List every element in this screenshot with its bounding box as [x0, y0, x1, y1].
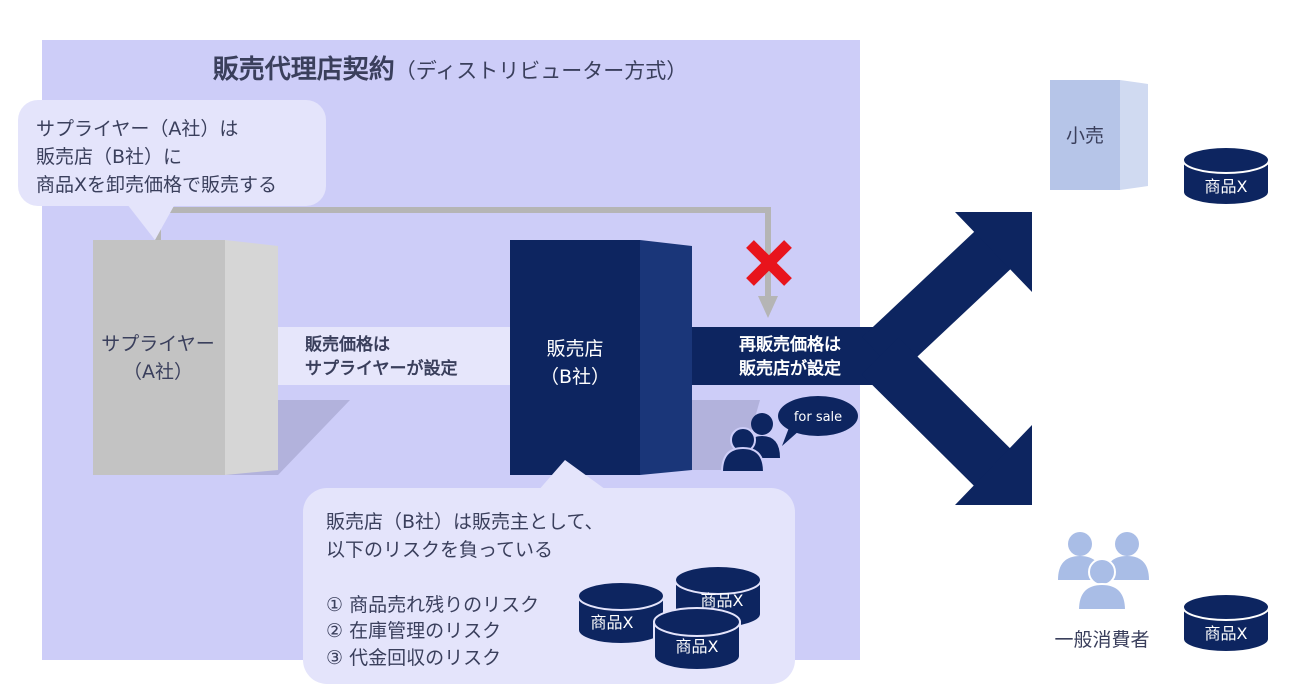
- svg-text:① 商品売れ残りのリスク: ① 商品売れ残りのリスク: [326, 594, 539, 616]
- svg-text:② 在庫管理のリスク: ② 在庫管理のリスク: [326, 620, 501, 642]
- svg-text:販売店: 販売店: [546, 338, 603, 360]
- svg-text:小売: 小売: [1066, 125, 1104, 147]
- retail-building: 小売: [1050, 80, 1148, 190]
- svg-text:販売店（B社）に: 販売店（B社）に: [36, 146, 182, 168]
- seller-staff-icon: [720, 413, 780, 473]
- supplier-building: サプライヤー （A社）: [93, 240, 278, 475]
- svg-text:再販売価格は: 再販売価格は: [739, 334, 841, 355]
- svg-text:以下のリスクを負っている: 以下のリスクを負っている: [326, 539, 553, 561]
- svg-text:販売店（B社）は販売主として、: 販売店（B社）は販売主として、: [326, 511, 604, 533]
- seller-building: 販売店 （B社）: [510, 240, 692, 475]
- distribution-arrows: 再販売価格は 販売店が設定: [692, 212, 1032, 505]
- svg-text:サプライヤー: サプライヤー: [101, 333, 214, 355]
- blocked-cross-icon: [746, 240, 792, 286]
- arrowhead-icon: [758, 296, 778, 318]
- svg-text:for sale: for sale: [794, 410, 842, 425]
- svg-text:③ 代金回収のリスク: ③ 代金回収のリスク: [326, 647, 501, 669]
- svg-text:商品X: 商品X: [1205, 177, 1248, 196]
- svg-text:販売価格は: 販売価格は: [305, 334, 390, 355]
- product-stock-cylinder: 商品X: [653, 607, 741, 671]
- retail-product-cylinder: 商品X: [1182, 146, 1270, 206]
- svg-text:商品X: 商品X: [591, 613, 634, 632]
- svg-text:商品X: 商品X: [1205, 624, 1248, 643]
- svg-text:（A社）: （A社）: [123, 361, 193, 383]
- consumer-product-cylinder: 商品X: [1182, 593, 1270, 653]
- consumer-group-icon: [1058, 532, 1149, 611]
- for-sale-speech-bubble: for sale: [778, 396, 858, 446]
- svg-text:販売店が設定: 販売店が設定: [739, 358, 841, 379]
- supplier-price-band: 販売価格は サプライヤーが設定: [278, 327, 510, 385]
- product-stock-cylinder: 商品X: [577, 581, 665, 645]
- svg-text:商品Xを卸売価格で販売する: 商品Xを卸売価格で販売する: [36, 174, 277, 196]
- svg-text:商品X: 商品X: [701, 591, 744, 610]
- svg-text:（B社）: （B社）: [540, 366, 610, 388]
- svg-text:商品X: 商品X: [676, 637, 719, 656]
- consumer-label: 一般消費者: [1054, 629, 1149, 651]
- svg-text:サプライヤーが設定: サプライヤーが設定: [305, 358, 458, 379]
- svg-text:サプライヤー（A社）は: サプライヤー（A社）は: [36, 118, 238, 140]
- supplier-callout: サプライヤー（A社）は 販売店（B社）に 商品Xを卸売価格で販売する: [18, 100, 326, 240]
- diagram-title: 販売代理店契約（ディストリビューター方式）: [213, 54, 688, 85]
